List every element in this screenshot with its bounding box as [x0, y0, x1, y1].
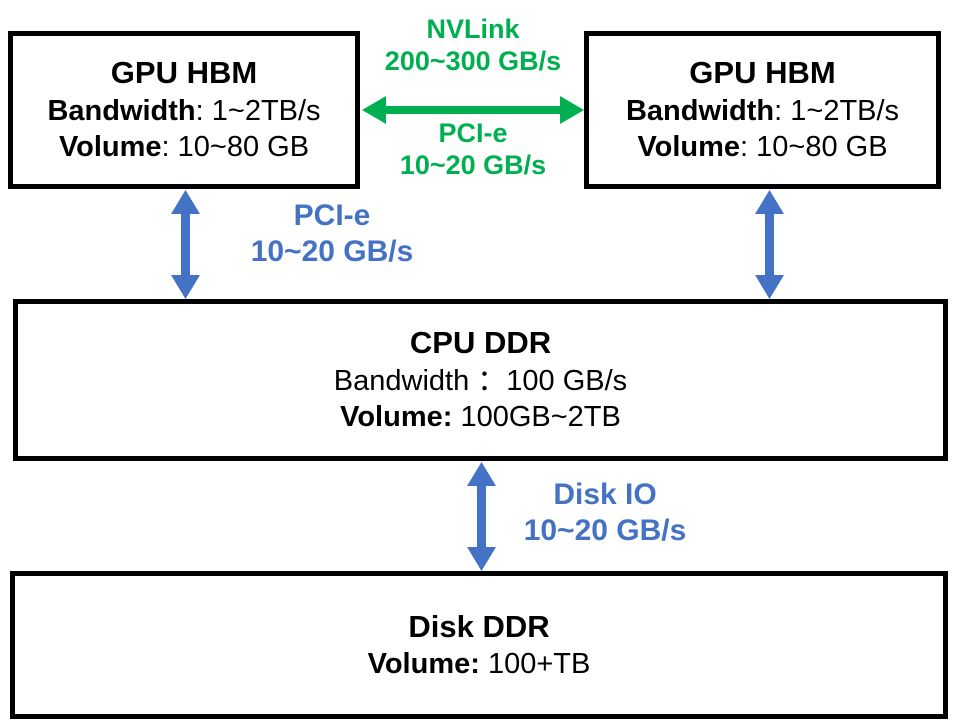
pcie-gpu-cpu-name: PCI-e: [293, 199, 371, 232]
disk-io-speed: 10~20 GB/s: [523, 514, 687, 547]
disk-title: Disk DDR: [408, 608, 550, 644]
gpu-left-bandwidth: Bandwidth: 1~2TB/s: [47, 93, 320, 129]
gpu-right-bandwidth: Bandwidth: 1~2TB/s: [626, 93, 899, 129]
pcie-gpu-gpu-label: PCI-e 10~20 GB/s: [362, 117, 584, 182]
pcie-gpu-gpu-name: PCI-e: [438, 118, 508, 148]
gpu-left-volume-value: : 10~80 GB: [161, 131, 310, 164]
pcie-left-arrow: [171, 190, 200, 299]
gpu-left-bandwidth-key: Bandwidth: [47, 95, 196, 128]
gpu-right-volume-value: : 10~80 GB: [740, 131, 888, 164]
disk-volume-key: Volume:: [367, 648, 480, 681]
disk-io-arrow: [467, 462, 496, 571]
disk-volume: Volume: 100+TB: [368, 646, 591, 682]
gpu-left-bandwidth-value: : 1~2TB/s: [195, 95, 321, 128]
gpu-right-bandwidth-key: Bandwidth: [625, 95, 775, 128]
pcie-right-arrow: [755, 190, 784, 299]
nvlink-label: NVLink 200~300 GB/s: [362, 13, 584, 78]
disk-volume-value: 100+TB: [479, 648, 591, 681]
gpu-hbm-left-box: GPU HBM Bandwidth: 1~2TB/s Volume: 10~80…: [8, 31, 360, 189]
cpu-ddr-box: CPU DDR Bandwidth ：100 GB/s Volume: 100G…: [13, 299, 948, 461]
cpu-bandwidth: Bandwidth ：100 GB/s: [333, 365, 628, 398]
nvlink-speed: 200~300 GB/s: [384, 46, 562, 77]
pcie-gpu-cpu-speed: 10~20 GB/s: [250, 235, 414, 268]
cpu-volume-value: 100GB~2TB: [452, 401, 621, 434]
cpu-volume: Volume: 100GB~2TB: [340, 399, 621, 435]
cpu-volume-key: Volume:: [340, 401, 453, 434]
disk-io-name: Disk IO: [553, 478, 657, 511]
pcie-gpu-cpu-label: PCI-e 10~20 GB/s: [222, 198, 442, 270]
gpu-right-title: GPU HBM: [689, 55, 836, 91]
gpu-right-bandwidth-value: : 1~2TB/s: [774, 95, 900, 128]
pcie-gpu-gpu-speed: 10~20 GB/s: [399, 150, 547, 181]
gpu-left-title: GPU HBM: [110, 55, 258, 91]
nvlink-name: NVLink: [426, 14, 520, 44]
gpu-hbm-right-box: GPU HBM Bandwidth: 1~2TB/s Volume: 10~80…: [584, 31, 941, 189]
gpu-right-volume-key: Volume: [637, 131, 741, 164]
disk-ddr-box: Disk DDR Volume: 100+TB: [10, 571, 948, 719]
gpu-left-volume: Volume: 10~80 GB: [59, 129, 309, 165]
gpu-left-volume-key: Volume: [58, 131, 162, 164]
gpu-right-volume: Volume: 10~80 GB: [637, 129, 887, 165]
cpu-title: CPU DDR: [409, 325, 552, 361]
disk-io-label: Disk IO 10~20 GB/s: [500, 477, 710, 549]
